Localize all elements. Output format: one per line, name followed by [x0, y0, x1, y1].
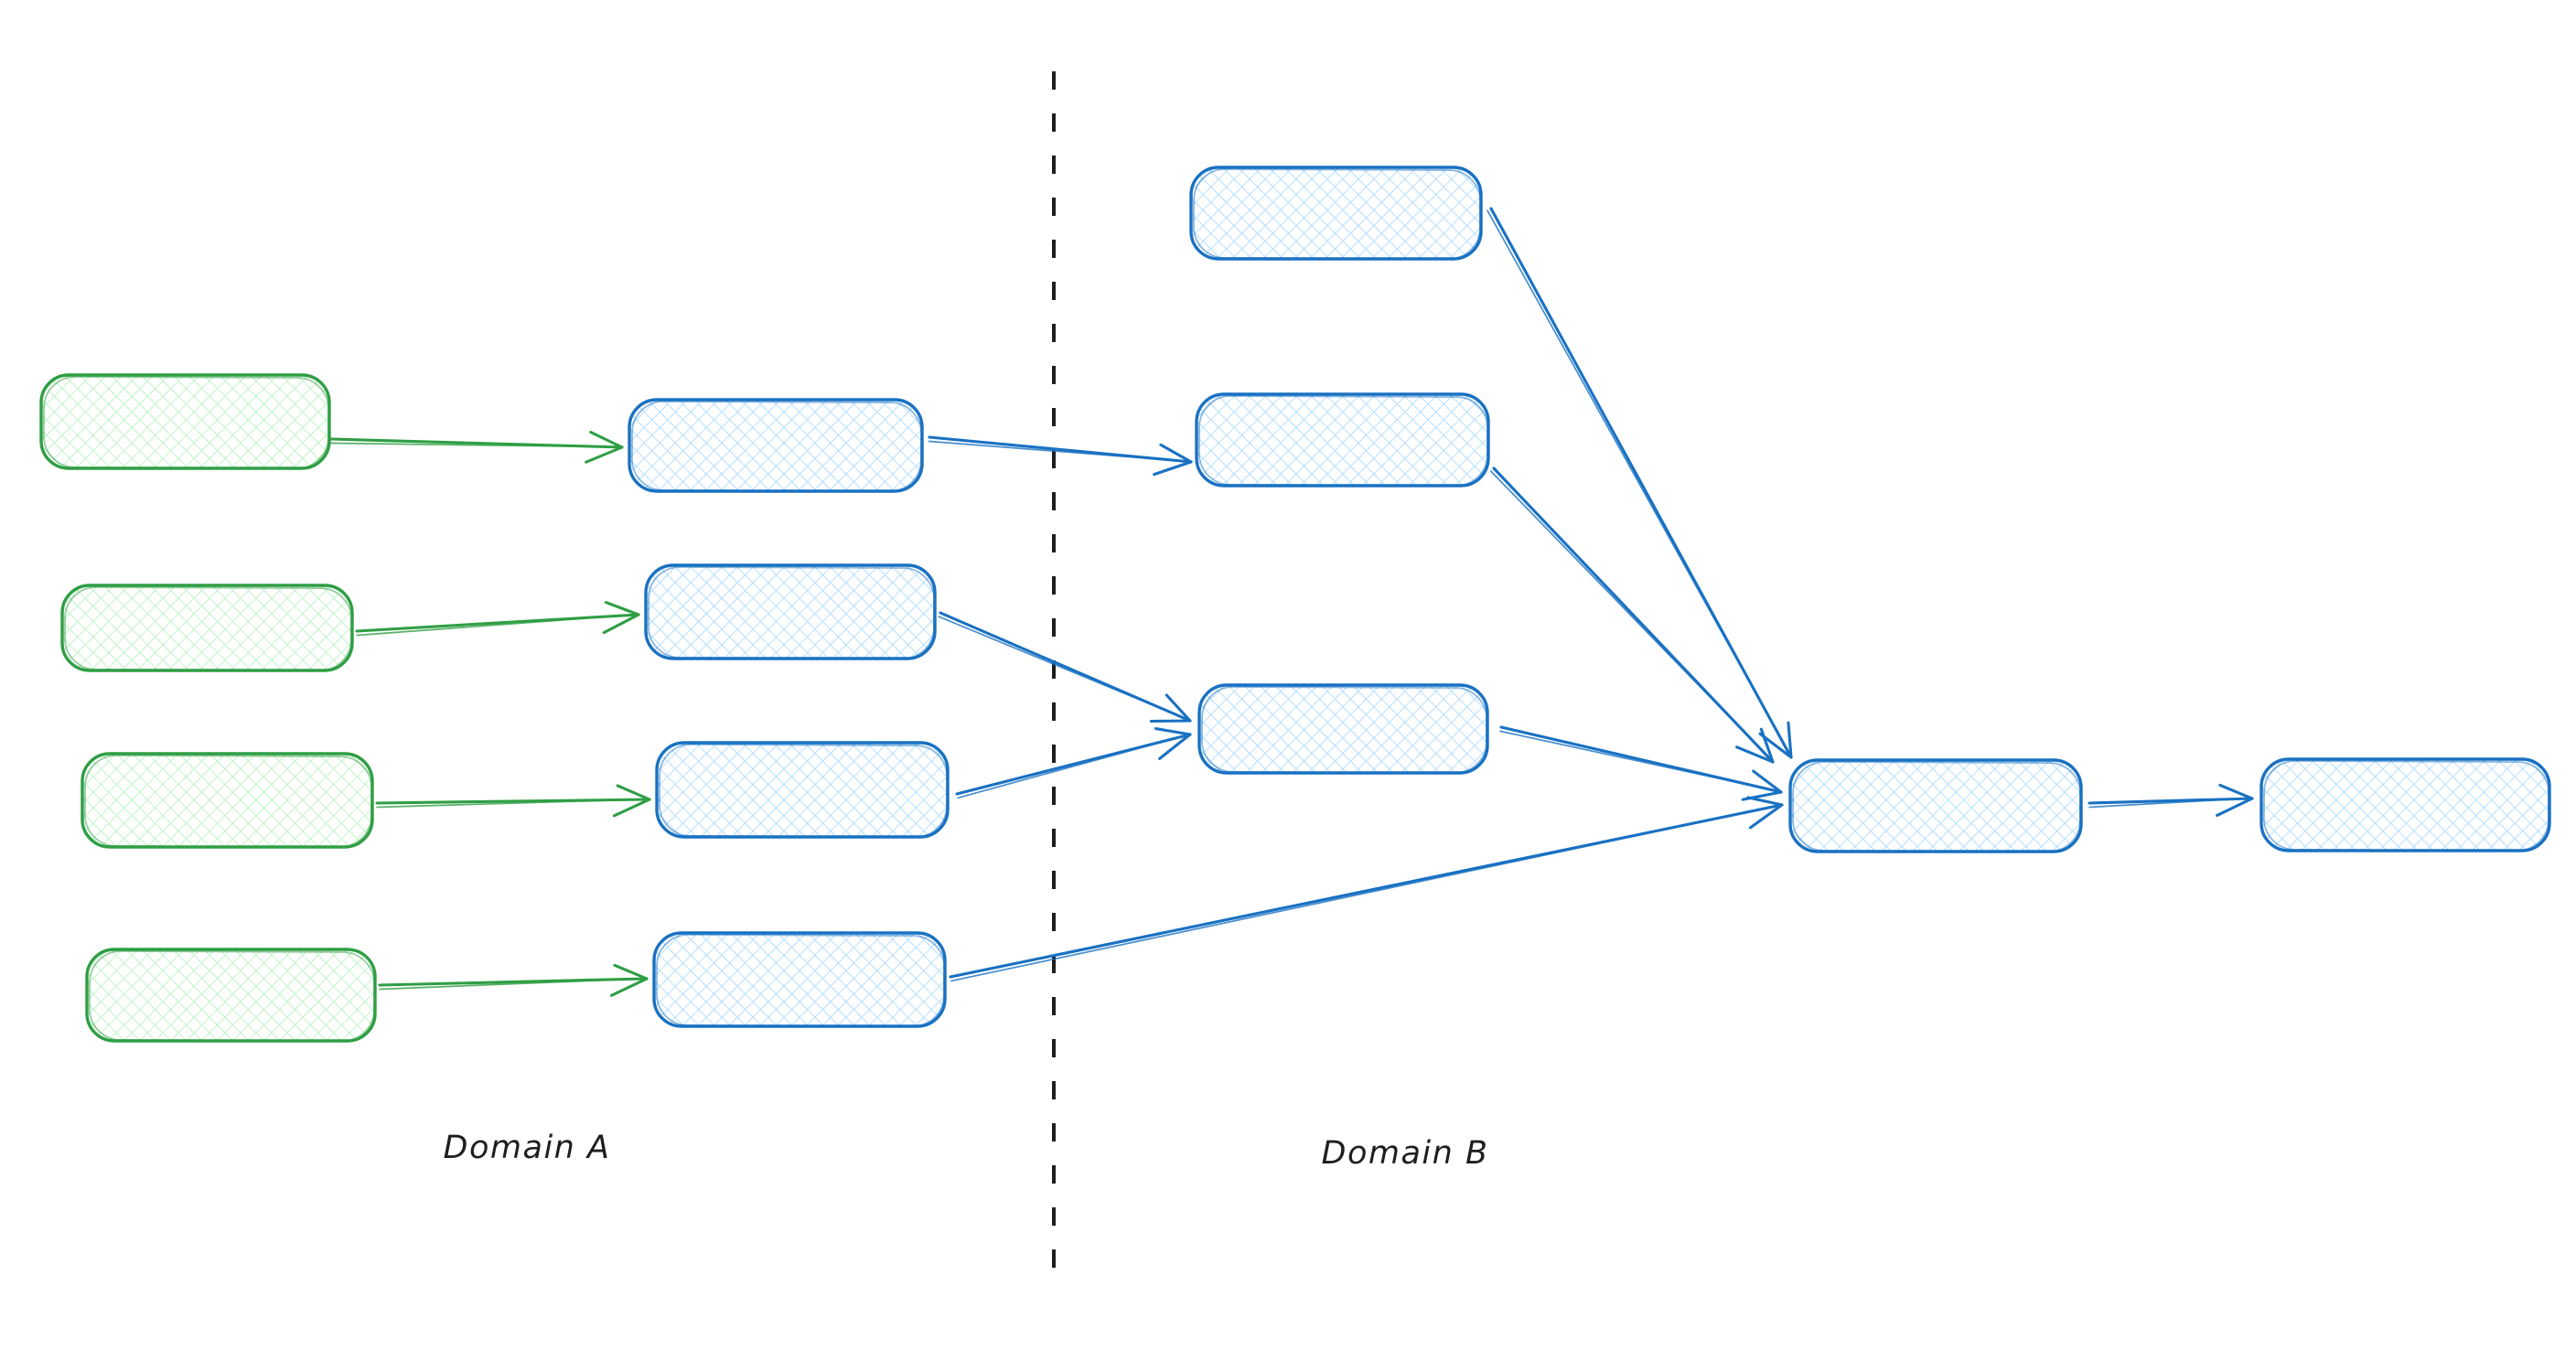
edge-b-stage-3-to-b-aggregator[interactable]	[1499, 725, 1783, 801]
edge-a-src-1-to-a-stage-1[interactable]	[329, 430, 624, 464]
edge-b-stage-2-to-b-aggregator[interactable]	[1489, 466, 1775, 764]
node-b-aggregator[interactable]	[1788, 758, 2083, 853]
edge-a-src-4-to-a-stage-4[interactable]	[378, 963, 649, 997]
node-a-src-1[interactable]	[39, 373, 331, 470]
node-b-stage-2[interactable]	[1195, 392, 1490, 488]
edge-a-stage-4-to-b-aggregator[interactable]	[949, 796, 1784, 982]
node-a-stage-3[interactable]	[655, 741, 950, 839]
edge-b-stage-1-to-b-aggregator[interactable]	[1487, 207, 1793, 759]
edge-a-stage-1-to-b-stage-2[interactable]	[928, 435, 1193, 477]
edge-a-stage-2-to-b-stage-3[interactable]	[938, 611, 1192, 724]
node-a-stage-2[interactable]	[644, 563, 937, 660]
node-b-stage-3[interactable]	[1197, 683, 1489, 775]
node-a-src-3[interactable]	[80, 752, 374, 849]
node-a-stage-1[interactable]	[628, 398, 924, 493]
edge-b-aggregator-to-b-output[interactable]	[2088, 783, 2254, 817]
node-a-stage-4[interactable]	[652, 931, 947, 1028]
edge-a-src-3-to-a-stage-3[interactable]	[375, 784, 651, 818]
edge-a-stage-3-to-b-stage-3[interactable]	[955, 727, 1192, 799]
domain-b-label[interactable]: Domain B	[1322, 1135, 1489, 1172]
domain-a-label[interactable]: Domain A	[444, 1130, 611, 1166]
edge-a-src-2-to-a-stage-2[interactable]	[355, 601, 640, 637]
node-b-output[interactable]	[2259, 757, 2551, 852]
node-a-src-2[interactable]	[60, 584, 354, 672]
node-a-src-4[interactable]	[85, 948, 377, 1043]
node-b-stage-1[interactable]	[1189, 166, 1483, 261]
